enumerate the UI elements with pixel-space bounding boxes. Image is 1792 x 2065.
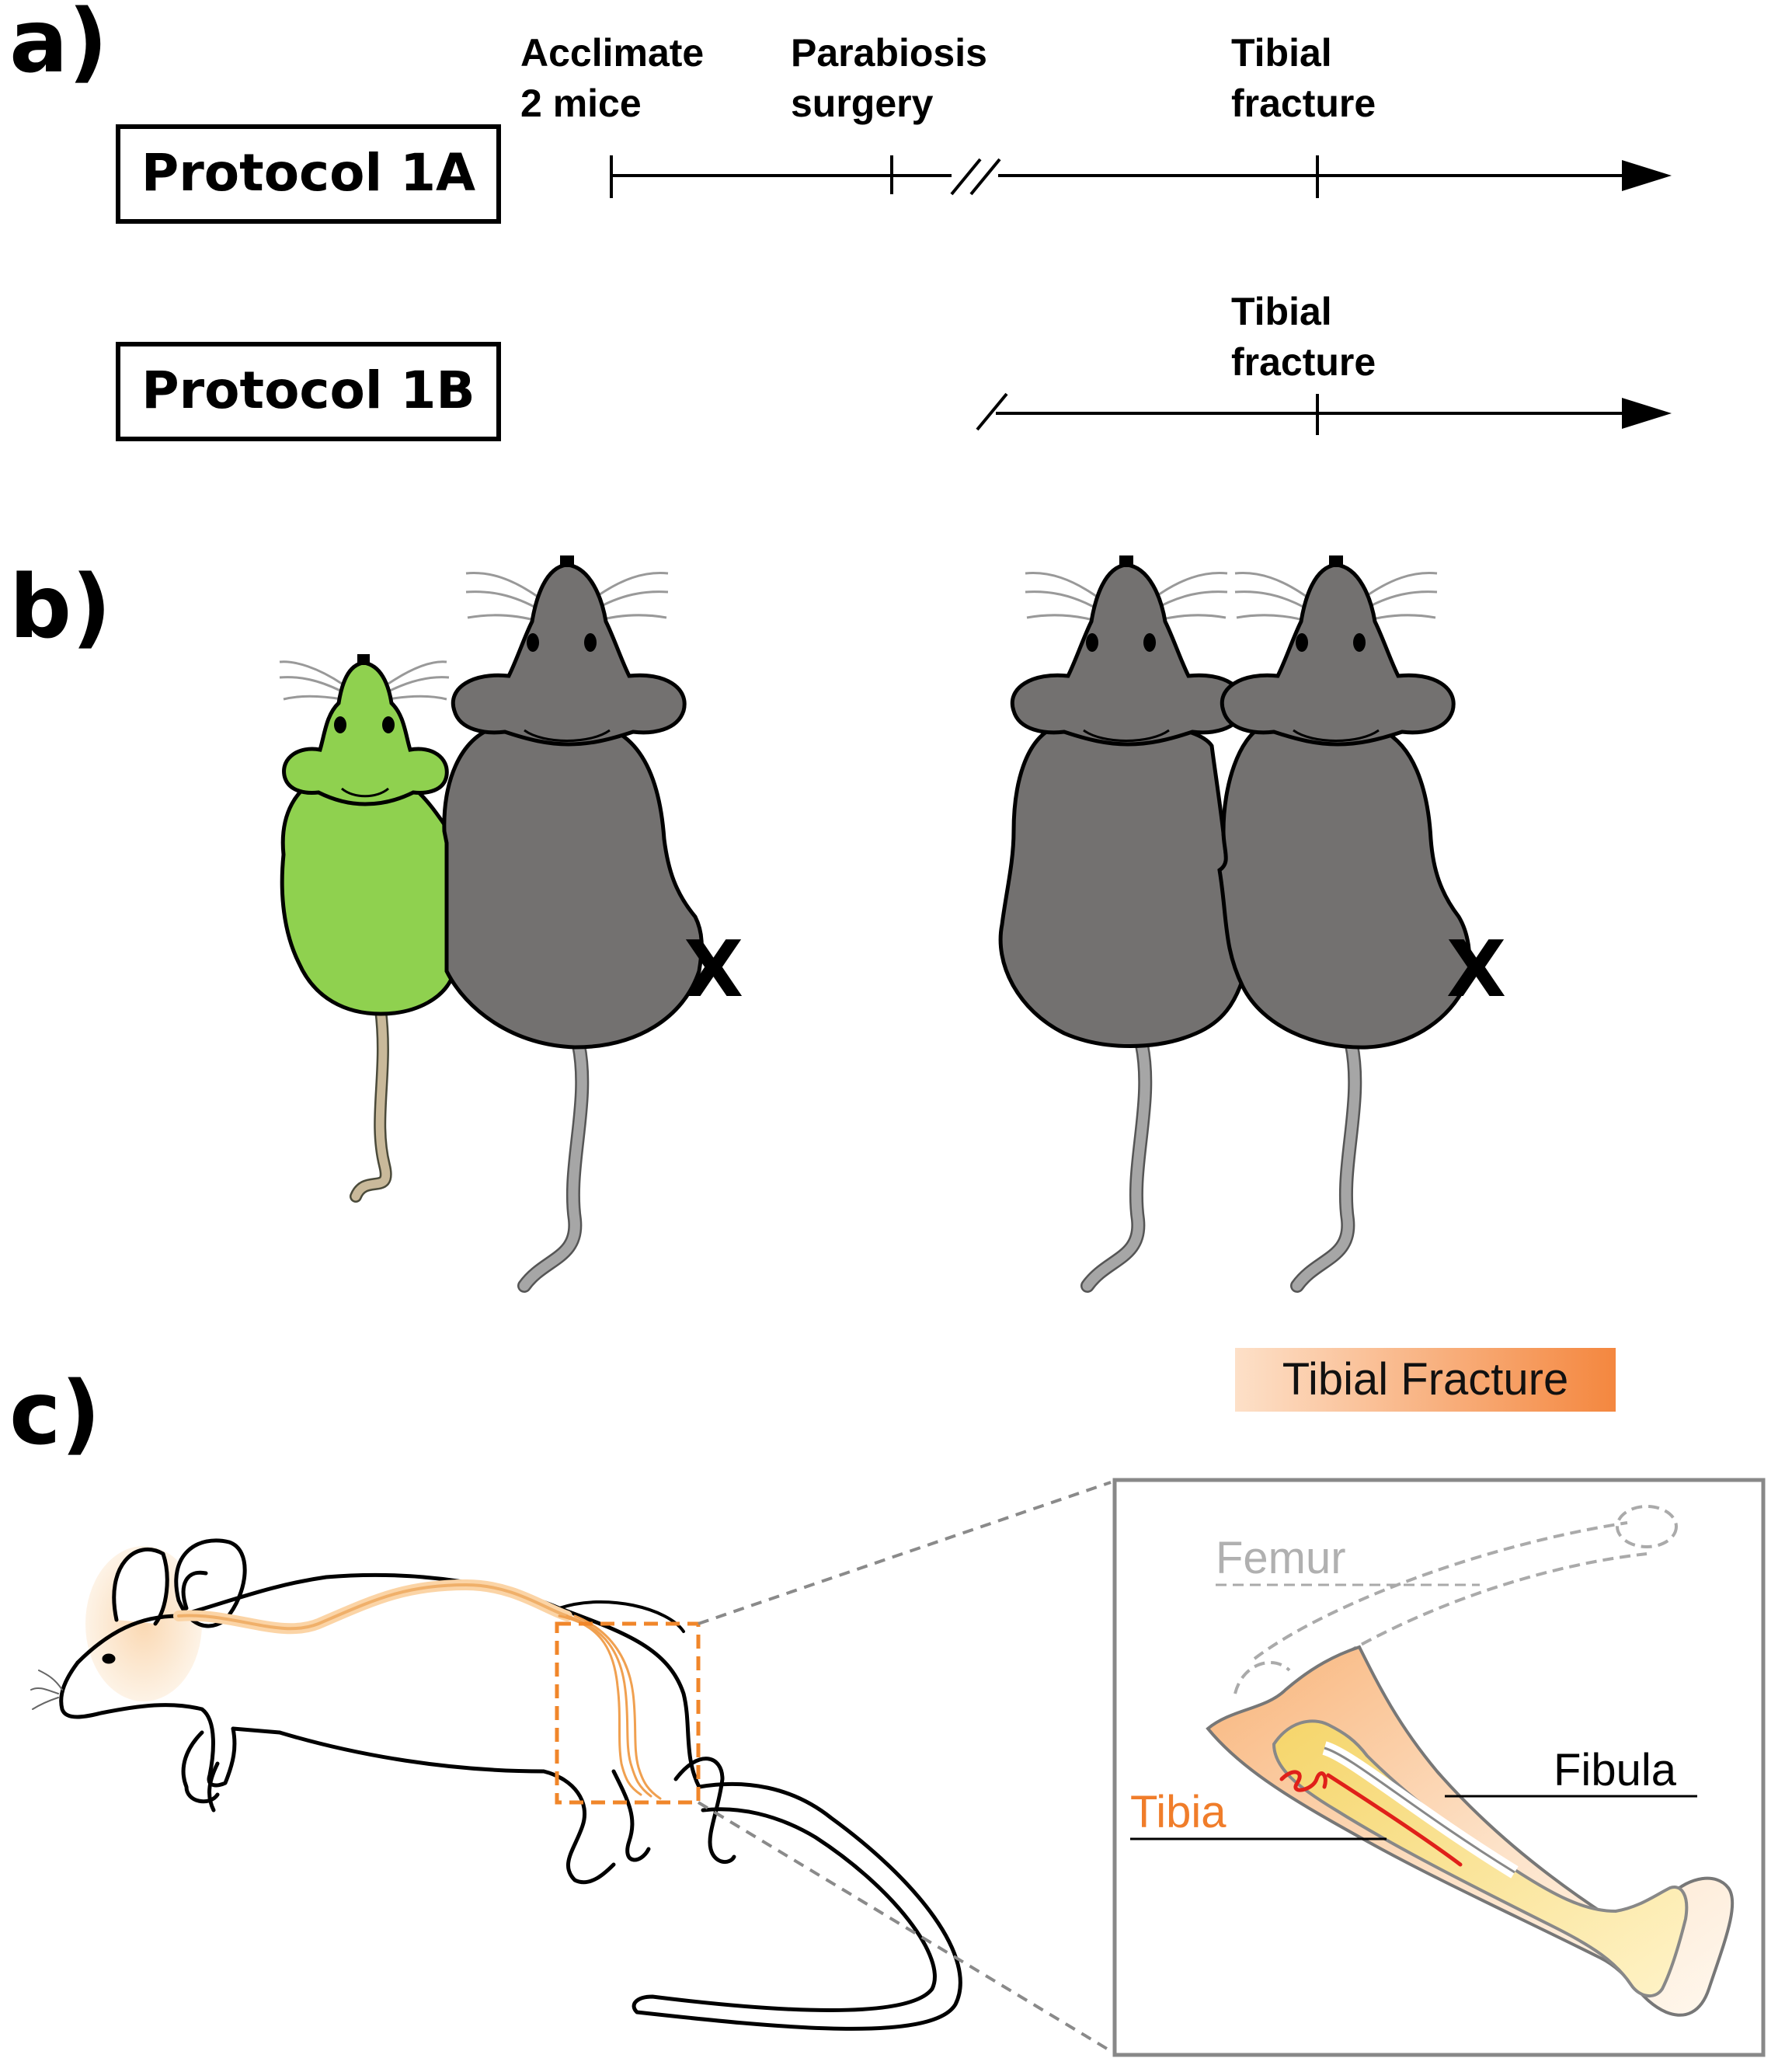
protocol-1b-timeline bbox=[977, 394, 1672, 435]
protocol-1b-label: Protocol 1B bbox=[141, 360, 475, 420]
tibia-label: Tibia bbox=[1130, 1787, 1227, 1837]
right-pair-fracture-mark: X bbox=[1446, 924, 1506, 1015]
gray-mouse-r1-body bbox=[1000, 726, 1243, 1046]
left-mouse-pair: X bbox=[280, 555, 743, 1286]
parabiosis-line1: Parabiosis bbox=[791, 31, 987, 75]
acclimate-line1: Acclimate bbox=[520, 31, 704, 75]
gray-mouse-left-body bbox=[444, 726, 701, 1047]
protocol-1a-timeline bbox=[611, 155, 1672, 198]
panel-b-letter: b) bbox=[9, 557, 111, 658]
green-mouse-head bbox=[284, 663, 447, 804]
fracture-1a-line2: fracture bbox=[1231, 82, 1376, 125]
fracture-1b-line1: Tibial bbox=[1231, 290, 1332, 333]
panel-c: c) Tibial Fracture bbox=[9, 1348, 1763, 2055]
zoom-line-top bbox=[698, 1482, 1111, 1624]
green-mouse-tail bbox=[356, 1010, 386, 1196]
acclimate-line2: 2 mice bbox=[520, 82, 642, 125]
fibula-label: Fibula bbox=[1554, 1745, 1677, 1795]
femur-label: Femur bbox=[1216, 1533, 1346, 1583]
gray-mouse-r2-body bbox=[1220, 726, 1470, 1047]
parabiosis-line2: surgery bbox=[791, 82, 934, 125]
zoom-line-bottom bbox=[698, 1802, 1111, 2051]
side-mouse bbox=[31, 1541, 960, 2029]
green-mouse-body bbox=[282, 777, 457, 1014]
panel-b: b) bbox=[9, 555, 1506, 1286]
left-pair-fracture-mark: X bbox=[684, 924, 743, 1015]
fracture-1a-line1: Tibial bbox=[1231, 31, 1332, 75]
sciatic-nerve bbox=[179, 1585, 660, 1799]
inset-panel: Femur Fibula Tibia bbox=[1115, 1480, 1763, 2055]
panel-c-letter: c) bbox=[9, 1363, 101, 1464]
fracture-1b-line2: fracture bbox=[1231, 340, 1376, 384]
legend-label: Tibial Fracture bbox=[1282, 1354, 1569, 1405]
panel-a: a) Protocol 1A Acclimate 2 mice Parabios… bbox=[9, 0, 1672, 439]
right-mouse-pair: X bbox=[1000, 555, 1506, 1286]
protocol-1a-label: Protocol 1A bbox=[141, 143, 475, 203]
panel-a-letter: a) bbox=[9, 0, 108, 92]
